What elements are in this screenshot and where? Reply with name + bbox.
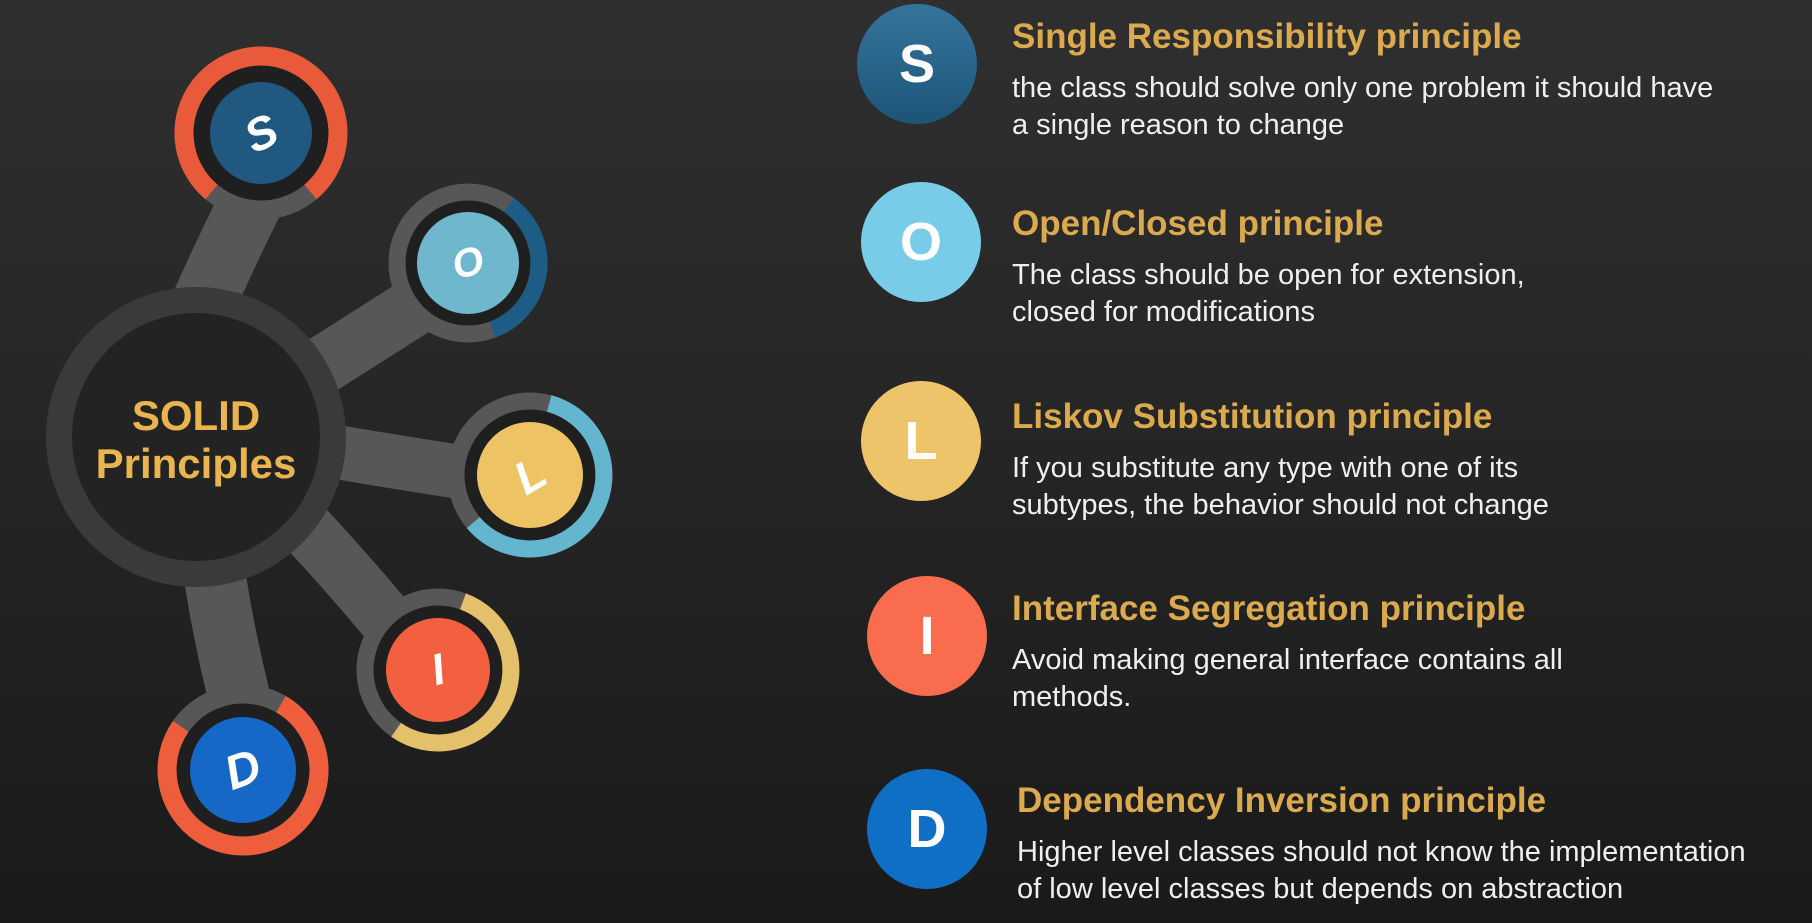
i-node-arc	[391, 593, 520, 752]
o-node-arc	[489, 197, 548, 338]
node-s: S	[174, 46, 348, 220]
principle-title: Liskov Substitution principle	[1012, 397, 1493, 436]
node-o: O	[388, 183, 548, 343]
l-node-arc	[466, 395, 613, 558]
o-node-core	[417, 212, 519, 314]
principle-description: If you substitute any type with one of i…	[1012, 450, 1802, 524]
badge-letter: L	[904, 411, 938, 471]
principle-title: Open/Closed principle	[1012, 204, 1384, 243]
s-node-core	[210, 82, 312, 184]
center-node: SOLID Principles	[46, 287, 346, 587]
node-i: I	[356, 588, 520, 752]
dependency-inversion-badge: D	[867, 769, 987, 889]
d-node-arc	[157, 695, 329, 856]
principle-texts: Dependency Inversion principle Higher le…	[1017, 780, 1807, 908]
arm-to-d-node	[184, 547, 269, 723]
description-line2: of low level classes but depends on abst…	[1017, 873, 1624, 905]
description-line2: closed for modifications	[1012, 296, 1316, 328]
l-node-core	[477, 422, 583, 528]
description-line1: The class should be open for extension,	[1012, 259, 1525, 291]
principle-texts: Interface Segregation principle Avoid ma…	[1012, 588, 1802, 716]
center-title-line1: SOLID	[132, 392, 260, 439]
principle-title: Dependency Inversion principle	[1017, 781, 1547, 820]
i-node-core	[386, 618, 490, 722]
interface-segregation-badge: I	[867, 576, 987, 696]
solid-mindmap-diagram: SOLID Principles S O L	[46, 46, 613, 856]
description-line1: If you substitute any type with one of i…	[1012, 452, 1519, 484]
description-line1: Higher level classes should not know the…	[1017, 836, 1746, 868]
open-closed-badge: O	[861, 182, 981, 302]
badge-letter: O	[899, 212, 942, 272]
node-d: D	[157, 684, 329, 856]
description-line2: subtypes, the behavior should not change	[1012, 489, 1549, 521]
principle-texts: Liskov Substitution principle If you sub…	[1012, 396, 1802, 524]
description-line1: Avoid making general interface contains …	[1012, 644, 1563, 676]
badge-letter: D	[907, 799, 947, 859]
center-title-line2: Principles	[96, 440, 297, 487]
s-node-arc	[174, 46, 348, 200]
badge-letter: S	[898, 34, 936, 94]
principle-texts: Open/Closed principle The class should b…	[1012, 203, 1802, 331]
d-node-core	[190, 717, 296, 823]
description-line2: methods.	[1012, 681, 1132, 713]
description-line2: a single reason to change	[1012, 109, 1345, 141]
badge-letter: I	[919, 606, 935, 666]
principle-texts: Single Responsibility principle the clas…	[1012, 16, 1802, 144]
single-responsibility-badge: S	[857, 4, 977, 124]
principle-title: Single Responsibility principle	[1012, 17, 1522, 56]
principle-title: Interface Segregation principle	[1012, 589, 1526, 628]
principle-description: the class should solve only one problem …	[1012, 70, 1802, 144]
liskov-substitution-badge: L	[861, 381, 981, 501]
principle-description: The class should be open for extension, …	[1012, 257, 1802, 331]
principle-description: Higher level classes should not know the…	[1017, 834, 1807, 908]
node-l: L	[447, 392, 613, 558]
center-circle	[46, 287, 346, 587]
principle-description: Avoid making general interface contains …	[1012, 642, 1802, 716]
description-line1: the class should solve only one problem …	[1012, 72, 1714, 104]
